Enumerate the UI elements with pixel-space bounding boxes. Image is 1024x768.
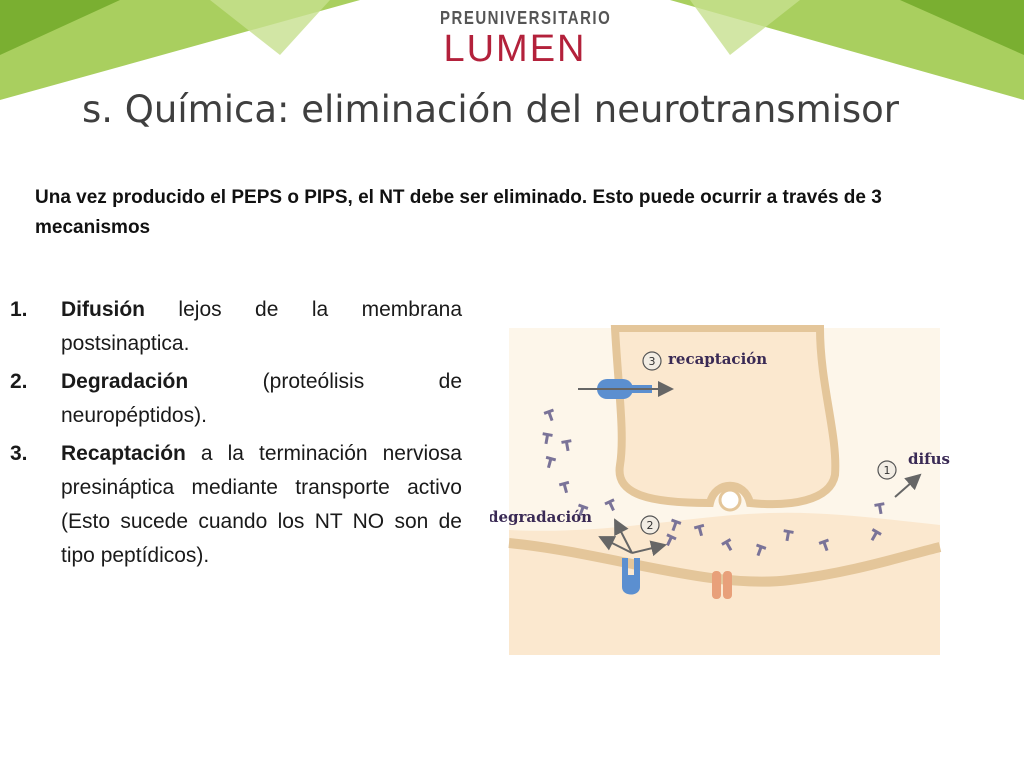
list-item-text: Recaptación a la terminación nerviosa pr…	[61, 437, 462, 573]
degradation-arrow	[598, 536, 633, 554]
logo-main-text: LUMEN	[443, 28, 587, 70]
list-item-rest: a la terminación nerviosa presináptica m…	[61, 442, 462, 567]
nt-molecule	[818, 538, 830, 552]
badge-two: 2	[640, 515, 660, 535]
list-item-rest: lejos de la membrana postsinaptica.	[61, 298, 462, 355]
vesicle	[718, 488, 742, 512]
ion-channel	[712, 571, 732, 599]
presynaptic-terminal	[610, 325, 840, 509]
list-item-term: Recaptación	[61, 442, 186, 465]
logo-top-text: PREUNIVERSITARIO	[440, 7, 612, 30]
nt-molecule	[870, 528, 882, 541]
postsynaptic-membrane	[508, 538, 942, 587]
degradation-arrow	[614, 518, 633, 554]
list-item-number: 3.	[10, 442, 28, 465]
lumen-logo: PREUNIVERSITARIO LUMEN	[440, 7, 612, 70]
label-degradacion: degradación	[490, 508, 592, 526]
nt-molecule	[755, 543, 767, 557]
list-item: 2. Degradación (proteólisis de neuropépt…	[10, 365, 462, 433]
badge-three: 3	[642, 351, 662, 371]
receptor	[622, 558, 640, 595]
label-difusion: difusión	[908, 450, 950, 468]
nt-molecule	[558, 480, 570, 494]
nt-molecule	[542, 432, 553, 445]
synapse-diagram: 3 1 2 recaptación difusión degradación	[490, 325, 950, 655]
slide-title: s. Química: eliminación del neurotransmi…	[82, 88, 900, 131]
mechanism-list: 1. Difusión lejos de la membrana postsin…	[10, 293, 462, 577]
list-item: 3. Recaptación a la terminación nerviosa…	[10, 437, 462, 573]
badge-one: 1	[877, 460, 897, 480]
nt-molecule	[604, 498, 615, 512]
nt-molecule	[874, 502, 885, 515]
nt-molecule	[543, 408, 555, 422]
diffusion-arrow	[894, 473, 922, 498]
nt-molecule	[561, 439, 572, 452]
header-decoration	[0, 0, 1024, 100]
intro-text: Una vez producido el PEPS o PIPS, el NT …	[35, 187, 882, 238]
neurotransmitter-molecules	[542, 408, 885, 557]
list-item-text: Degradación (proteólisis de neuropéptido…	[61, 365, 462, 433]
list-item-number: 2.	[10, 370, 28, 393]
label-recaptacion: recaptación	[668, 350, 767, 368]
degradation-arrow	[631, 540, 667, 557]
nt-molecule	[693, 523, 705, 537]
list-item-text: Difusión lejos de la membrana postsinapt…	[61, 293, 462, 361]
nt-molecule	[545, 455, 557, 469]
list-item-rest: (proteólisis de neuropéptidos).	[61, 370, 462, 427]
badge-three-number: 3	[649, 355, 656, 368]
nt-molecule	[721, 538, 733, 551]
nt-molecule	[666, 533, 677, 547]
list-item-term: Difusión	[61, 298, 145, 321]
nt-molecule	[577, 503, 589, 517]
list-item-number: 1.	[10, 298, 28, 321]
list-item-term: Degradación	[61, 370, 189, 393]
list-item: 1. Difusión lejos de la membrana postsin…	[10, 293, 462, 361]
nt-molecule	[670, 518, 682, 532]
nt-molecule	[783, 529, 794, 542]
badge-two-number: 2	[647, 519, 654, 532]
badge-one-number: 1	[884, 464, 891, 477]
